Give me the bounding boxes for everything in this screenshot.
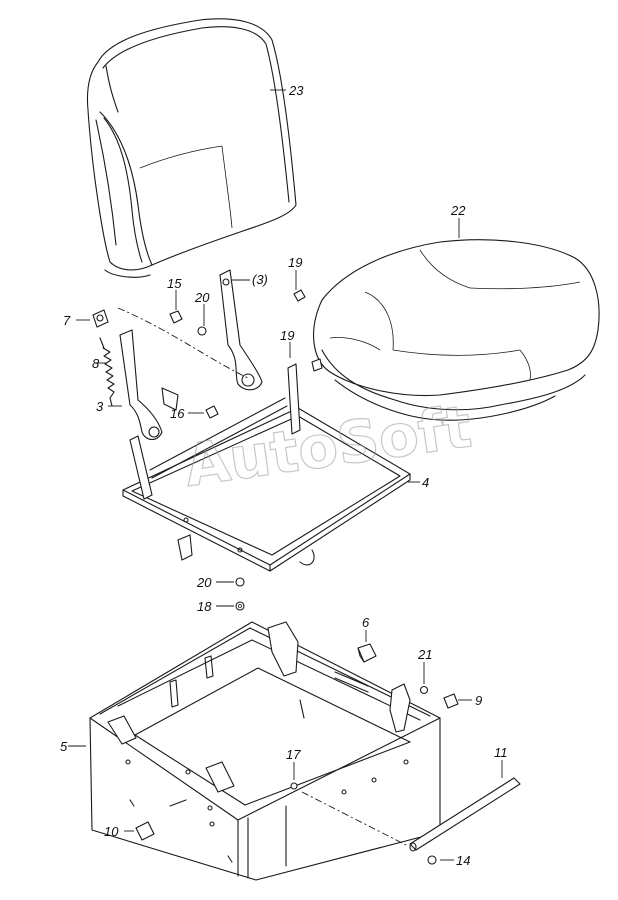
callout-21: 21 bbox=[417, 647, 432, 662]
washer-20-lower bbox=[235, 577, 245, 587]
nut-19-upper bbox=[293, 289, 306, 302]
callout-labels: 23 22 15 20 (3) 19 19 7 8 3 16 4 20 18 6… bbox=[60, 83, 508, 868]
callout-3-bracketed: (3) bbox=[252, 272, 268, 287]
part-21-washer bbox=[419, 685, 429, 695]
callout-23: 23 bbox=[288, 83, 304, 98]
callout-15: 15 bbox=[167, 276, 182, 291]
callout-6: 6 bbox=[362, 615, 370, 630]
callout-4: 4 bbox=[422, 475, 429, 490]
callout-19-lower: 19 bbox=[280, 328, 294, 343]
callout-16: 16 bbox=[170, 406, 185, 421]
callout-20-lower: 20 bbox=[196, 575, 212, 590]
part-6-rubber-buffer bbox=[357, 643, 377, 663]
part-5-seat-base-box bbox=[89, 621, 441, 881]
leader-lines bbox=[68, 89, 503, 861]
nut-16 bbox=[205, 405, 219, 419]
part-23-backrest-cushion bbox=[86, 18, 297, 278]
callout-7: 7 bbox=[63, 313, 71, 328]
part-10-cap bbox=[135, 821, 155, 841]
callout-17: 17 bbox=[286, 747, 301, 762]
nut-20-upper bbox=[197, 326, 207, 336]
callout-5: 5 bbox=[60, 739, 68, 754]
callout-18: 18 bbox=[197, 599, 212, 614]
part-11-rod bbox=[409, 777, 521, 852]
callout-10: 10 bbox=[104, 824, 119, 839]
callout-8: 8 bbox=[92, 356, 100, 371]
part-3-hinge-bracket-right bbox=[219, 269, 263, 391]
callout-11: 11 bbox=[494, 745, 508, 760]
callout-9: 9 bbox=[475, 693, 482, 708]
part-3-hinge-bracket-left bbox=[119, 329, 179, 441]
part-17-nut bbox=[290, 782, 298, 790]
part-4-seat-frame bbox=[122, 363, 411, 572]
part-22-seat-cushion bbox=[313, 239, 600, 421]
assembly-line-rod bbox=[301, 791, 409, 847]
callout-14: 14 bbox=[456, 853, 470, 868]
nut-19-lower bbox=[311, 358, 323, 372]
part-14-screw bbox=[427, 855, 437, 865]
part-7-bolt bbox=[92, 309, 109, 328]
assembly-line-spring bbox=[117, 307, 249, 379]
callout-22: 22 bbox=[450, 203, 466, 218]
callout-20-upper: 20 bbox=[194, 290, 210, 305]
part-9-pin bbox=[443, 693, 459, 709]
callout-3: 3 bbox=[96, 399, 104, 414]
nut-18 bbox=[235, 601, 245, 611]
callout-19-upper: 19 bbox=[288, 255, 302, 270]
part-8-spring bbox=[99, 337, 115, 407]
nut-15 bbox=[169, 310, 183, 324]
